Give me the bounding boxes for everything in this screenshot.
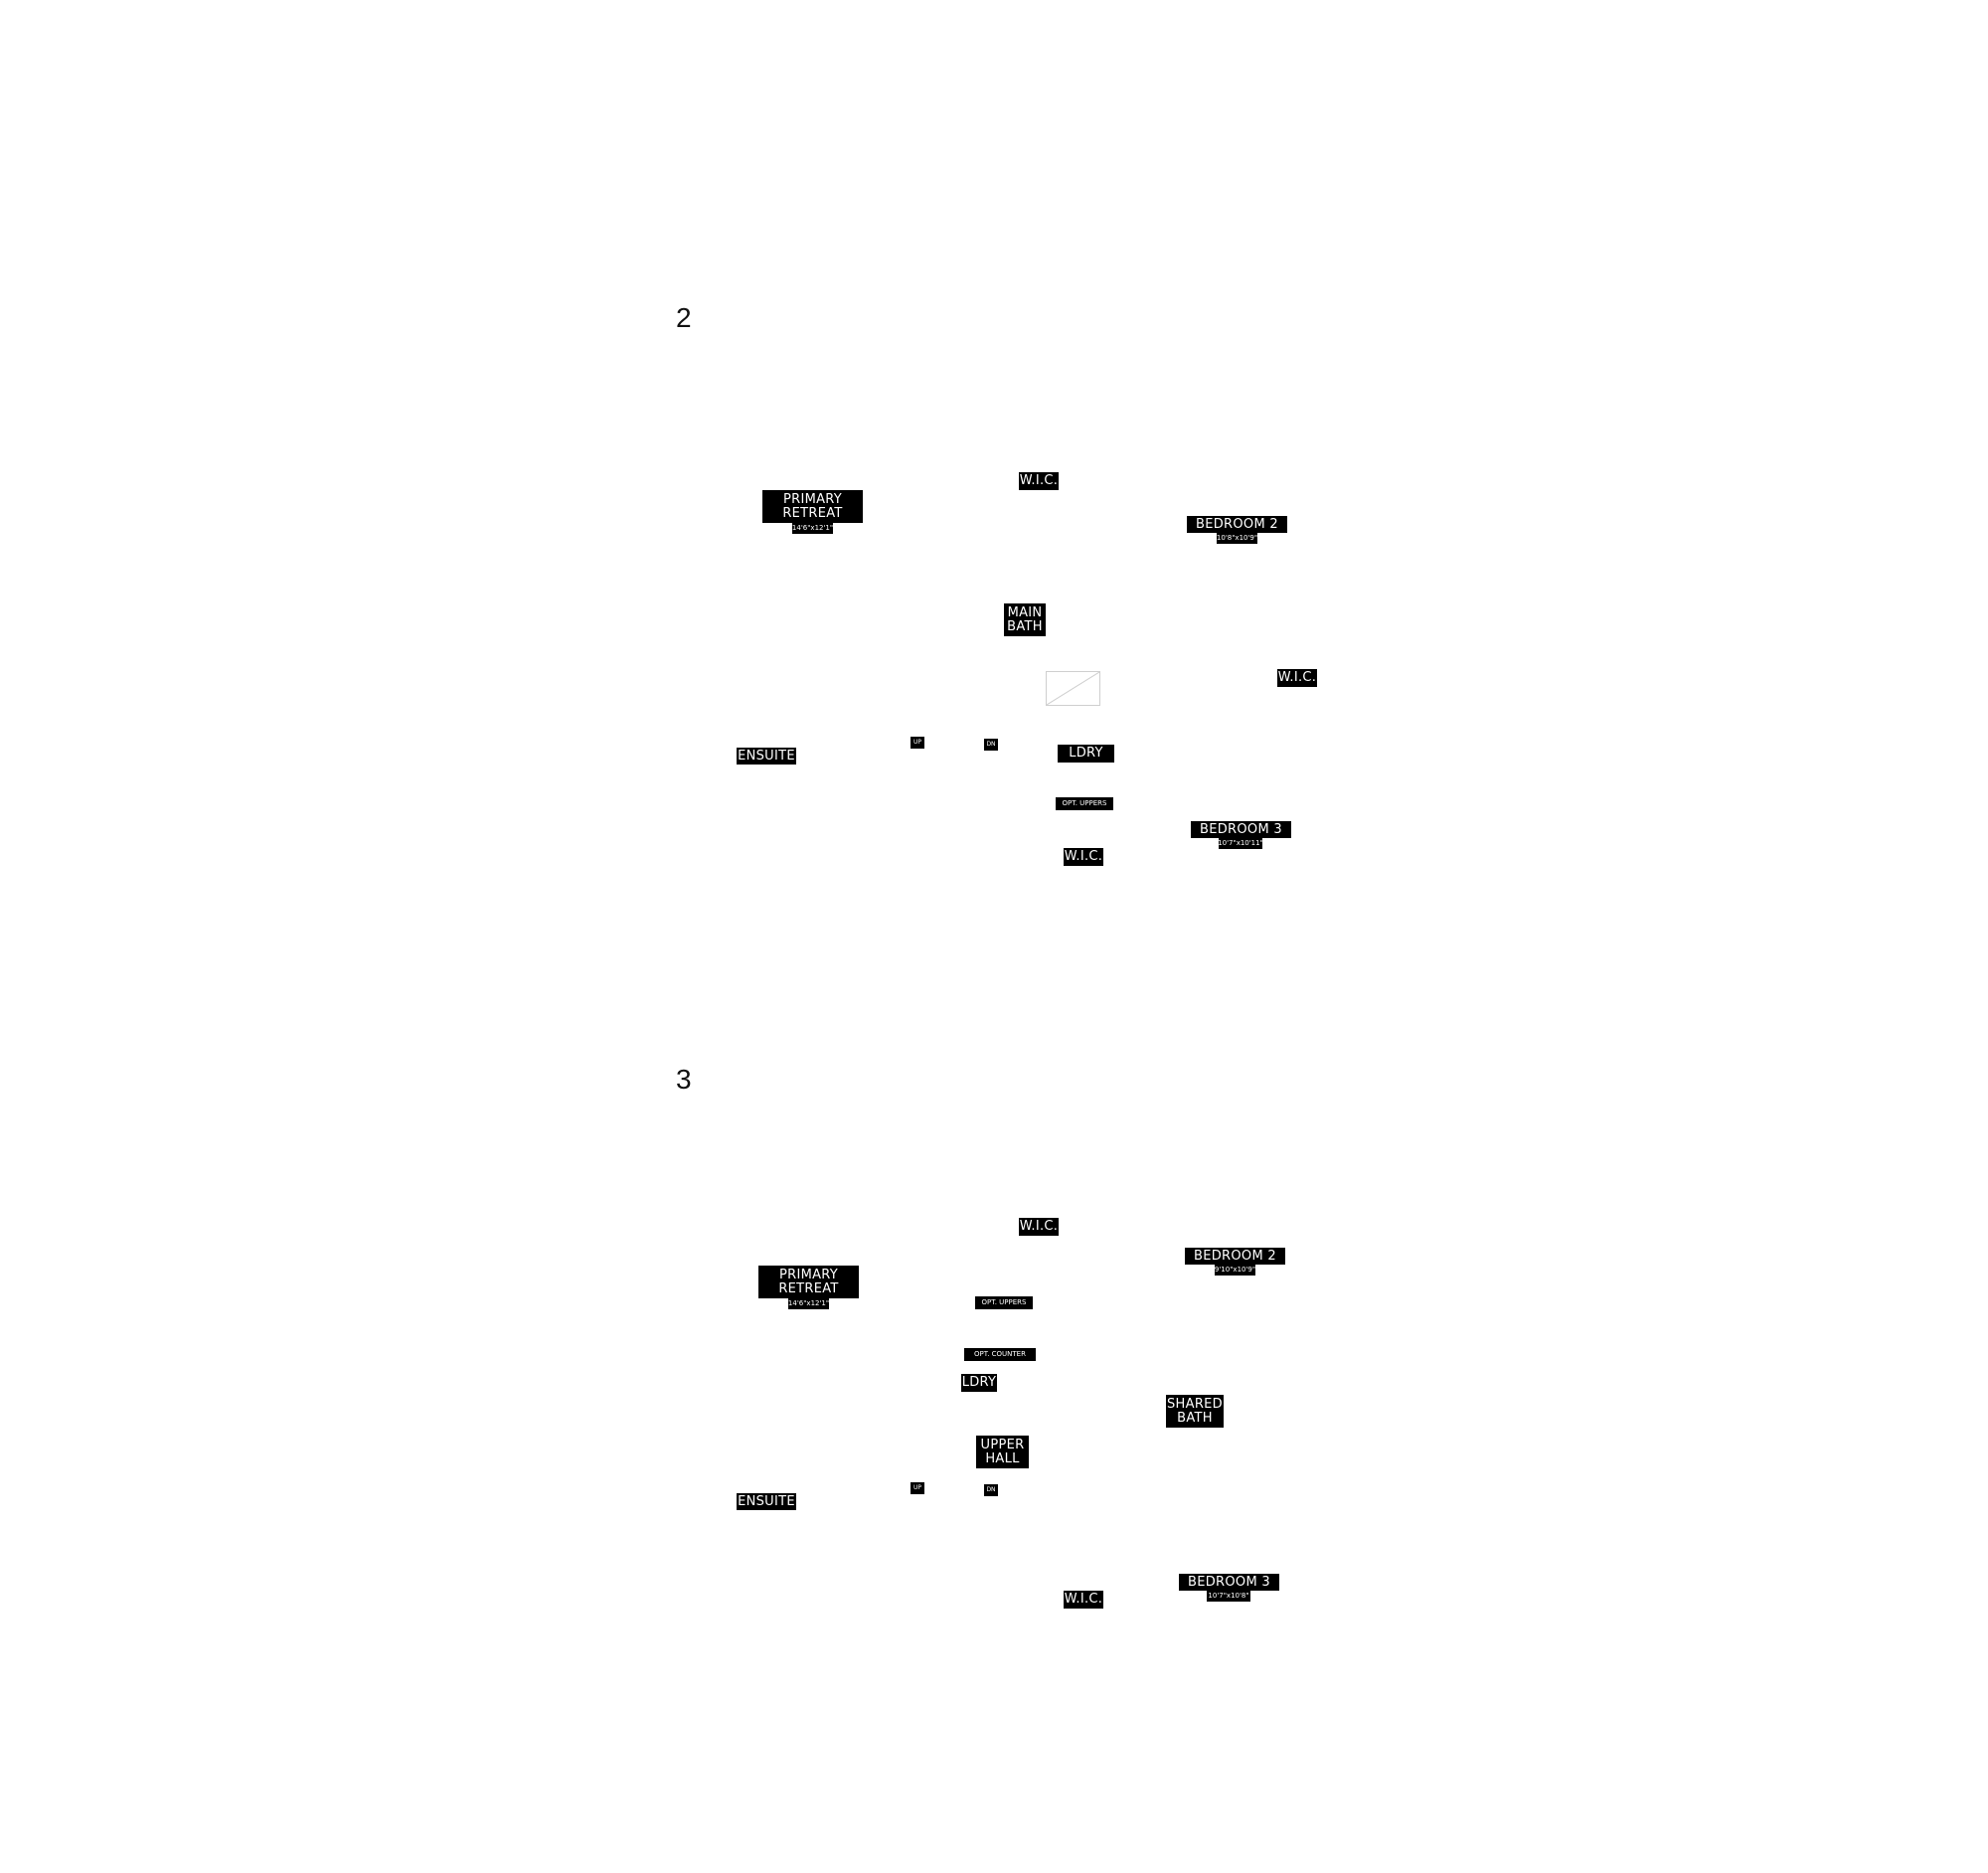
room-dimension: 14'6"x12'1" <box>788 1298 829 1309</box>
room-label-bedroom-3: BEDROOM 3 <box>1179 1574 1279 1591</box>
stair-up-label: UP <box>911 737 924 749</box>
room-label-upper-hall: UPPER HALL <box>976 1436 1029 1468</box>
room-dimension: 10'7"x10'8" <box>1207 1591 1250 1602</box>
note-opt-counter: OPT. COUNTER <box>964 1348 1036 1361</box>
room-label-main-bath: MAIN BATH <box>1004 603 1046 636</box>
room-dimension: 9'10"x10'9" <box>1215 1265 1255 1276</box>
room-label-wic: W.I.C. <box>1064 848 1103 866</box>
room-label-primary-retreat: PRIMARY RETREAT <box>762 490 863 523</box>
room-label-wic: W.I.C. <box>1019 1218 1059 1236</box>
room-label-primary-retreat: PRIMARY RETREAT <box>758 1266 859 1298</box>
plan-number: 3 <box>676 1064 692 1095</box>
room-label-bedroom-2: BEDROOM 2 <box>1187 516 1287 533</box>
skylight-symbol <box>1046 671 1100 706</box>
room-label-bedroom-2: BEDROOM 2 <box>1185 1248 1285 1265</box>
room-label-wic: W.I.C. <box>1277 669 1317 687</box>
room-label-ensuite: ENSUITE <box>737 748 796 765</box>
plan-number: 2 <box>676 302 692 333</box>
room-label-bedroom-3: BEDROOM 3 <box>1191 821 1291 838</box>
stair-down-label: DN <box>984 1484 998 1496</box>
note-opt-uppers: OPT. UPPERS <box>1056 797 1113 810</box>
room-label-wic: W.I.C. <box>1019 472 1059 490</box>
stair-up-label: UP <box>911 1482 924 1494</box>
room-label-ensuite: ENSUITE <box>737 1493 796 1510</box>
room-label-laundry: LDRY <box>1058 745 1114 763</box>
room-label-shared-bath: SHARED BATH <box>1166 1395 1224 1428</box>
room-label-laundry: LDRY <box>961 1374 997 1392</box>
stair-down-label: DN <box>984 739 998 751</box>
room-label-wic: W.I.C. <box>1064 1591 1103 1609</box>
room-dimension: 10'8"x10'9" <box>1217 533 1257 544</box>
note-opt-uppers: OPT. UPPERS <box>975 1296 1033 1309</box>
room-dimension: 10'7"x10'11" <box>1218 838 1263 849</box>
room-dimension: 14'6"x12'1" <box>792 523 833 534</box>
